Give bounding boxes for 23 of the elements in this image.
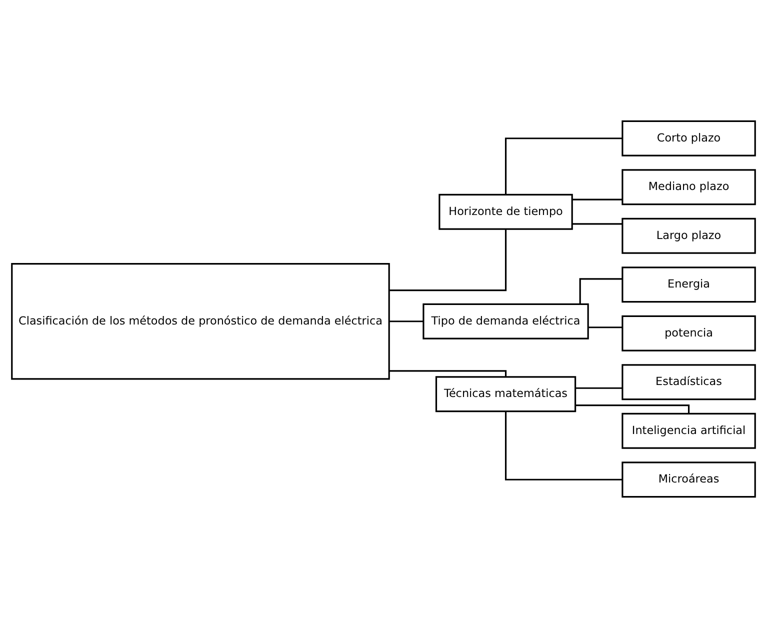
connector xyxy=(389,370,507,376)
connector xyxy=(389,228,507,291)
node-box: Tipo de demanda eléctrica xyxy=(422,302,589,339)
node-box: Energia xyxy=(622,266,756,302)
connector xyxy=(504,137,622,194)
node-box: Clasificación de los métodos de pronóstico de demanda eléctrica xyxy=(11,262,390,380)
node-box: Estadísticas xyxy=(622,364,756,400)
node-box: Horizonte de tiempo xyxy=(438,193,573,230)
connector xyxy=(575,404,690,414)
node-box: Microáreas xyxy=(622,461,756,498)
node-box: Inteligencia artificial xyxy=(622,412,756,448)
node-box: Mediano plazo xyxy=(622,168,756,205)
connector xyxy=(588,326,622,328)
connector xyxy=(504,410,622,480)
node-box: Largo plazo xyxy=(622,217,756,254)
node-box: potencia xyxy=(622,314,756,351)
connector xyxy=(389,320,424,322)
connector xyxy=(575,386,622,388)
connector xyxy=(572,198,622,200)
connector xyxy=(572,222,622,224)
node-box: Técnicas matemáticas xyxy=(435,376,576,412)
connector xyxy=(579,278,622,304)
node-box: Corto plazo xyxy=(622,120,756,156)
